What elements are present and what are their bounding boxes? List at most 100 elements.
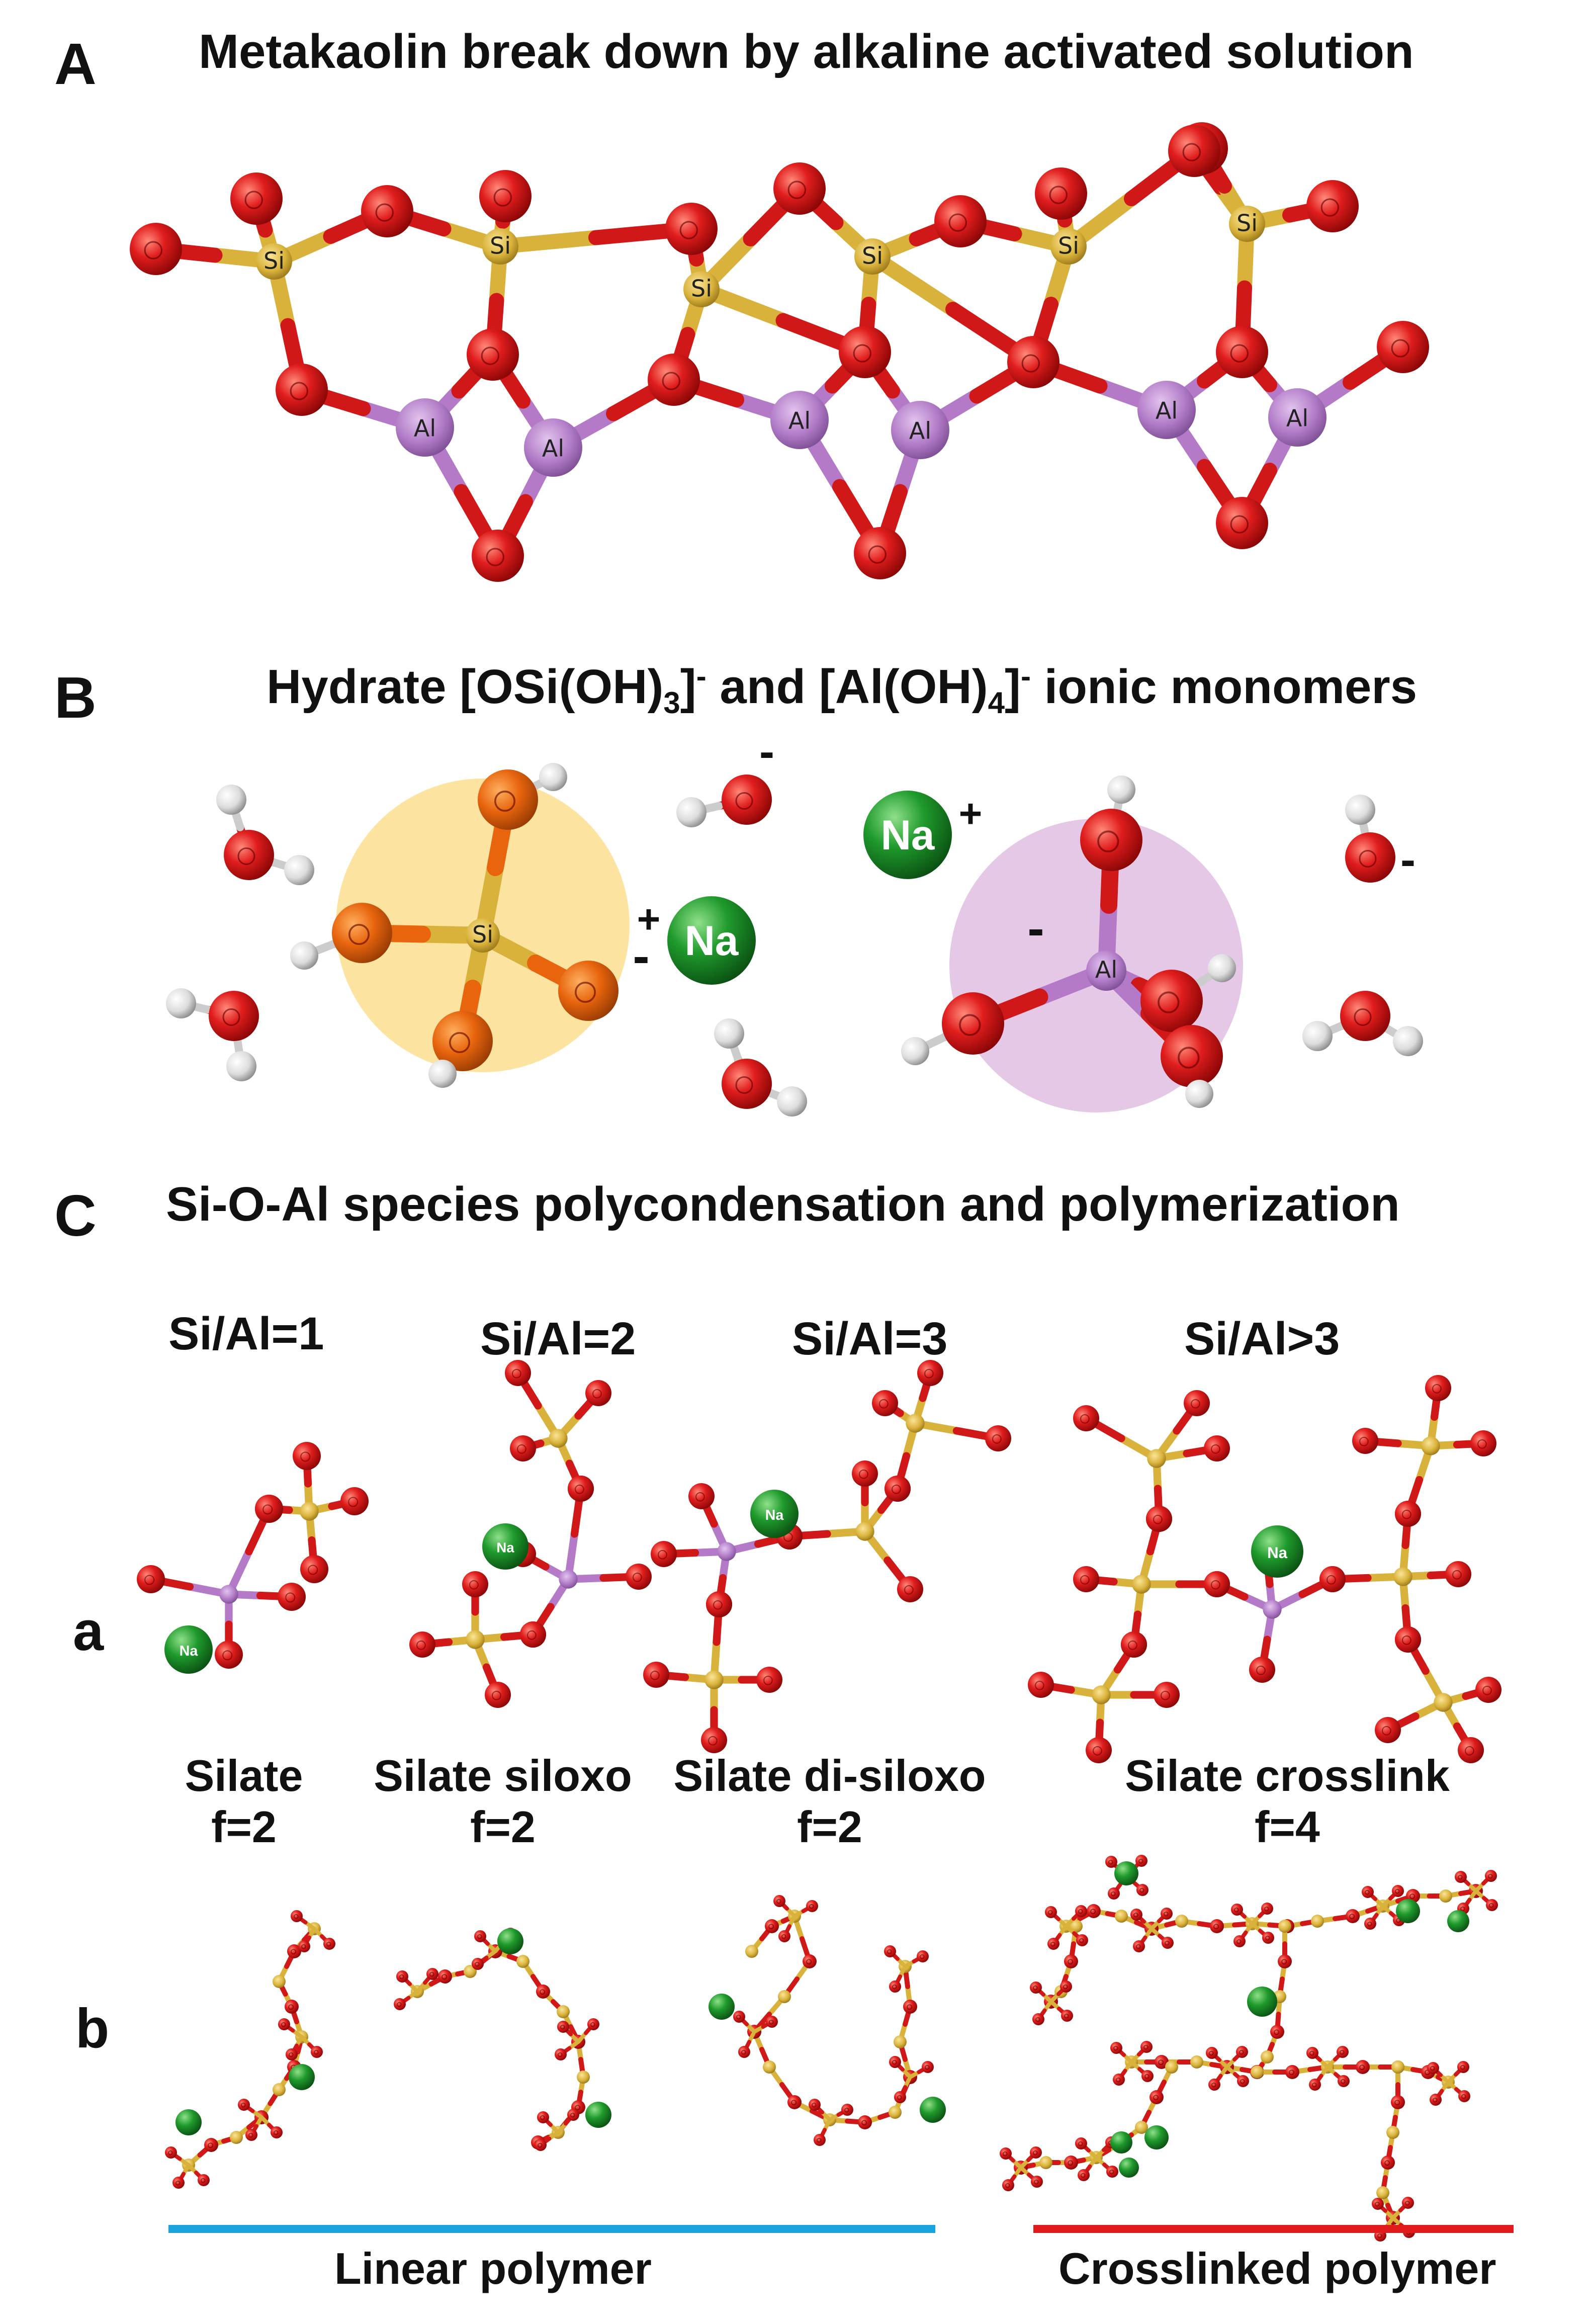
panel-b-letter: B bbox=[54, 665, 97, 730]
silicon-atom bbox=[889, 2106, 902, 2119]
oxygen-marker bbox=[493, 188, 512, 207]
oxygen-marker bbox=[904, 1585, 914, 1595]
oxygen-marker bbox=[570, 2112, 575, 2118]
silicon-atom bbox=[1092, 1685, 1111, 1704]
oxygen-atom bbox=[323, 1938, 335, 1950]
oxygen-atom bbox=[688, 1483, 715, 1509]
silicon-atom bbox=[1421, 1436, 1440, 1455]
sodium-ion bbox=[164, 1625, 213, 1674]
oxygen-atom bbox=[300, 1555, 328, 1583]
sodium-ion bbox=[482, 1523, 528, 1570]
oxygen-marker bbox=[1394, 2100, 1400, 2106]
oxygen-marker bbox=[1064, 2013, 1069, 2019]
oxygen-marker bbox=[1113, 2045, 1118, 2051]
hydrogen-atom bbox=[901, 1037, 929, 1065]
silicon-label: Si bbox=[472, 921, 493, 948]
oxygen-marker bbox=[537, 2142, 543, 2148]
oxygen-marker bbox=[326, 1941, 331, 1947]
oxygen-marker bbox=[429, 1971, 434, 1977]
oxygen-marker bbox=[1264, 1906, 1269, 1912]
oxygen-atom bbox=[839, 326, 891, 378]
oxygen-marker bbox=[1461, 2094, 1466, 2099]
oxygen-marker bbox=[948, 213, 967, 232]
oxygen-atom bbox=[894, 2091, 906, 2103]
oxygen-atom bbox=[766, 2016, 778, 2028]
oxygen-marker bbox=[1211, 1580, 1220, 1590]
oxygen-atom bbox=[1140, 970, 1203, 1032]
oxygen-marker bbox=[1211, 1444, 1220, 1454]
oxygen-marker bbox=[1359, 2064, 1365, 2071]
sodium-ion bbox=[1251, 1525, 1303, 1578]
oxygen-marker bbox=[1143, 2044, 1148, 2050]
oxygen-marker bbox=[1213, 1924, 1219, 1930]
oxygen-atom bbox=[285, 2000, 299, 2014]
oxygen-atom bbox=[1130, 1909, 1142, 1921]
oxygen-marker bbox=[175, 2180, 181, 2186]
oxygen-marker bbox=[1182, 143, 1201, 161]
oxygen-marker bbox=[449, 1032, 470, 1054]
oxygen-marker bbox=[1354, 1008, 1372, 1026]
silicon-atom bbox=[466, 918, 500, 953]
oxygen-marker bbox=[1391, 339, 1410, 358]
oxygen-marker bbox=[781, 1934, 786, 1939]
oxygen-marker bbox=[273, 2130, 279, 2135]
oxygen-atom bbox=[204, 2138, 218, 2152]
oxygen-atom bbox=[1391, 2095, 1405, 2109]
crosslinked-polymer-label: Crosslinked polymer bbox=[1058, 2244, 1496, 2293]
species-silate-di-siloxo-name: Silate di-siloxo bbox=[673, 1751, 986, 1800]
oxygen-marker bbox=[887, 1949, 892, 1954]
oxygen-marker bbox=[1394, 1888, 1400, 1894]
oxygen-marker bbox=[924, 2064, 930, 2070]
oxygen-marker bbox=[1079, 1938, 1084, 1943]
oxygen-atom bbox=[1337, 2046, 1349, 2058]
oxygen-atom bbox=[1306, 180, 1359, 232]
silicon-atom bbox=[466, 1630, 485, 1649]
silicon-atom bbox=[1132, 1575, 1151, 1594]
oxygen-atom bbox=[1161, 1025, 1223, 1087]
silicon-atom bbox=[704, 1670, 724, 1689]
panel-c-letter: C bbox=[54, 1183, 97, 1248]
oxygen-atom bbox=[558, 961, 618, 1021]
oxygen-marker bbox=[1050, 1941, 1055, 1947]
oxygen-atom bbox=[1168, 125, 1220, 177]
oxygen-marker bbox=[492, 1690, 501, 1700]
sodium-label: Na bbox=[180, 1643, 199, 1659]
hydrogen-atom bbox=[676, 797, 706, 827]
oxygen-marker bbox=[1090, 1909, 1096, 1915]
silicon-atom bbox=[894, 2035, 907, 2048]
oxygen-atom bbox=[536, 1985, 550, 1999]
oxygen-atom bbox=[885, 1476, 911, 1502]
oxygen-marker bbox=[512, 1368, 521, 1379]
oxygen-marker bbox=[301, 1944, 306, 1949]
oxygen-marker bbox=[527, 1630, 537, 1640]
sodium-ion bbox=[1110, 2131, 1132, 2154]
oxygen-marker bbox=[809, 1904, 814, 1909]
oxygen-marker bbox=[1327, 1575, 1336, 1585]
ratio-2: Si/Al=2 bbox=[480, 1313, 636, 1364]
oxygen-marker bbox=[494, 791, 515, 812]
silicon-atom bbox=[683, 271, 720, 307]
oxygen-atom bbox=[1338, 2075, 1350, 2087]
silicon-atom bbox=[1229, 206, 1265, 242]
oxygen-marker bbox=[1138, 1858, 1143, 1864]
silicon-atom bbox=[1439, 1889, 1452, 1903]
oxygen-atom bbox=[1064, 2156, 1078, 2170]
oxygen-atom bbox=[311, 2046, 323, 2058]
oxygen-marker bbox=[806, 1959, 812, 1965]
panel-b-title-sup1: - bbox=[696, 659, 706, 693]
oxygen-marker bbox=[1002, 2151, 1008, 2157]
oxygen-atom bbox=[1262, 1932, 1274, 1944]
oxygen-marker bbox=[861, 2120, 867, 2126]
oxygen-atom bbox=[1075, 2137, 1087, 2149]
oxygen-atom bbox=[1061, 2010, 1073, 2022]
silicon-atom bbox=[464, 1965, 477, 1978]
sodium-ion bbox=[1144, 2125, 1169, 2149]
oxygen-marker bbox=[1402, 1509, 1411, 1519]
oxygen-marker bbox=[907, 2004, 913, 2010]
silicon-atom bbox=[577, 2071, 590, 2084]
oxygen-marker bbox=[200, 2178, 206, 2183]
oxygen-marker bbox=[1158, 991, 1180, 1013]
silicon-atom bbox=[300, 1502, 319, 1521]
